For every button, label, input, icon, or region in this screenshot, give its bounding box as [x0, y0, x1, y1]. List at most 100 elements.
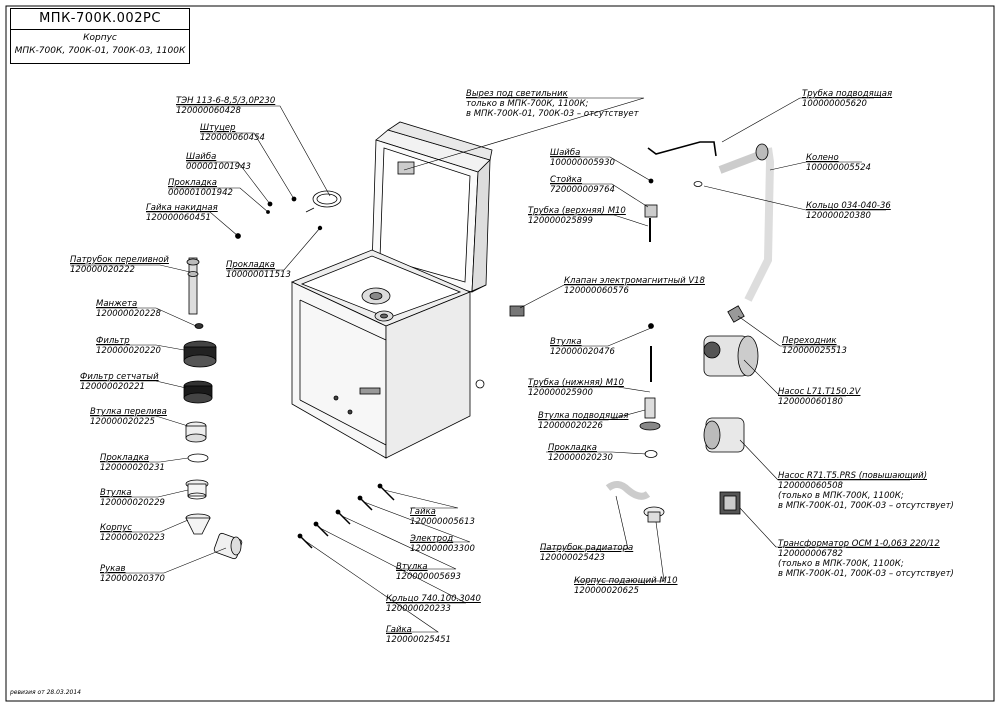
part-code: 100000005524 [806, 163, 871, 173]
part-label-gaika-613: Гайка 120000005613 [410, 507, 475, 527]
part-code: 100000005930 [550, 158, 615, 168]
part-name: Трубка (верхняя) М10 [528, 206, 626, 216]
part-code: 120000060576 [564, 286, 629, 296]
part-code: 120000020226 [538, 421, 603, 431]
part-label-patrubok-pereliv: Патрубок переливной 120000020222 [70, 255, 169, 275]
note-line: в МПК-700К-01, 700К-03 – отсутствует) [778, 501, 954, 511]
note-line: в МПК-700К-01, 700К-03 – отсутствует) [778, 569, 954, 579]
note-line: в МПК-700К-01, 700К-03 – отсутствует [466, 109, 639, 119]
part-label-prokladka-center: Прокладка 100000011513 [226, 260, 291, 280]
part-name: Втулка [550, 337, 582, 347]
leader-lines [70, 97, 922, 633]
part-name: Корпус [100, 523, 132, 533]
part-label-korpus-223: Корпус 120000020223 [100, 523, 165, 543]
part-name: Корпус подающий М10 [574, 576, 678, 586]
part-code: 120000020380 [806, 211, 871, 221]
note-line: (только в МПК-700К, 1100К; [778, 559, 904, 569]
part-name: Прокладка [100, 453, 149, 463]
part-label-rukav: Рукав 120000020370 [100, 564, 165, 584]
part-name: Втулка подводящая [538, 411, 629, 421]
part-label-vtulka-podv: Втулка подводящая 120000020226 [538, 411, 628, 431]
part-label-kolco-740: Кольцо 740.100.3040 120000020233 [386, 594, 481, 614]
drawing-models: МПК-700К, 700К-01, 700К-03, 1100К [14, 46, 186, 56]
part-code: 120000020231 [100, 463, 165, 473]
part-name: Электрод [410, 534, 454, 544]
part-code: 120000003300 [410, 544, 475, 554]
part-name: Трансформатор ОСМ 1-0,063 220/12 [778, 539, 940, 549]
part-name: Насос L71.T150.2V [778, 387, 861, 397]
part-code: 120000025451 [386, 635, 451, 645]
part-label-shaiba-left: Шайба 000001001943 [186, 152, 251, 172]
part-label-trubka-verh: Трубка (верхняя) М10 120000025899 [528, 206, 626, 226]
part-name: Трубка (нижняя) М10 [528, 378, 624, 388]
part-name: Гайка [386, 625, 412, 635]
part-code: 120000020223 [100, 533, 165, 543]
part-name: Колено [806, 153, 839, 163]
part-label-klapan: Клапан электромагнитный V18 120000060576 [564, 276, 705, 296]
part-code: 120000020225 [90, 417, 155, 427]
part-label-shaiba-right: Шайба 100000005930 [550, 148, 615, 168]
part-label-koleno: Колено 100000005524 [806, 153, 871, 173]
part-label-vyrez: Вырез под светильник только в МПК-700К, … [466, 89, 639, 119]
part-code: 120000020230 [548, 453, 613, 463]
part-label-nasos-r71: Насос R71.T5.PRS (повышающий) 1200000605… [778, 471, 954, 511]
part-name: Патрубок радиатора [540, 543, 634, 553]
part-label-trubka-nizh: Трубка (нижняя) М10 120000025900 [528, 378, 624, 398]
part-label-manzheta: Манжета 120000020228 [96, 299, 161, 319]
part-name: Втулка перелива [90, 407, 167, 417]
part-name: Переходник [782, 336, 837, 346]
part-name: Трубка подводящая [802, 89, 893, 99]
part-label-prokladka-left: Прокладка 000001001942 [168, 178, 233, 198]
part-label-filtr: Фильтр 120000020220 [96, 336, 161, 356]
part-code: 120000060451 [146, 213, 211, 223]
drawing-name: Корпус [83, 33, 117, 43]
part-code: 000001001942 [168, 188, 233, 198]
part-name: Клапан электромагнитный V18 [564, 276, 705, 286]
part-code: 120000020222 [70, 265, 135, 275]
part-label-prokladka-230: Прокладка 120000020230 [548, 443, 613, 463]
part-code: 120000025513 [782, 346, 847, 356]
part-code: 120000020476 [550, 347, 615, 357]
part-code: 120000020370 [100, 574, 165, 584]
part-code: 120000020625 [574, 586, 639, 596]
part-name: Рукав [100, 564, 126, 574]
right-parts [509, 141, 775, 523]
part-name: ТЭН 113-6-8,5/3,0Р230 [176, 96, 276, 106]
part-label-prokladka-231: Прокладка 120000020231 [100, 453, 165, 473]
part-code: 120000005613 [410, 517, 475, 527]
revision-note: ревизия от 28.03.2014 [10, 689, 81, 696]
part-code: 120000025423 [540, 553, 605, 563]
part-name: Гайка [410, 507, 436, 517]
part-label-ten: ТЭН 113-6-8,5/3,0Р230 120000060428 [176, 96, 275, 116]
part-name: Кольцо 740.100.3040 [386, 594, 481, 604]
note-line: Вырез под светильник [466, 89, 568, 99]
part-code: 100000011513 [226, 270, 291, 280]
part-label-shtucer: Штуцер 120000060454 [200, 123, 265, 143]
part-code: 120000020221 [80, 382, 145, 392]
left-top-parts [235, 190, 342, 239]
part-code: 120000060454 [200, 133, 265, 143]
note-line: только в МПК-700К, 1100К; [466, 99, 589, 109]
part-name: Фильтр [96, 336, 130, 346]
part-code: 120000060428 [176, 106, 241, 116]
part-code: 120000005693 [396, 572, 461, 582]
part-label-nasos-l71: Насос L71.T150.2V 120000060180 [778, 387, 860, 407]
part-code: 120000020233 [386, 604, 451, 614]
title-block: МПК-700К.002РС Корпус МПК-700К, 700К-01,… [10, 8, 190, 64]
part-label-kolco-034: Кольцо 034-040-36 120000020380 [806, 201, 891, 221]
part-name: Втулка [100, 488, 132, 498]
part-label-elektrod: Электрод 120000003300 [410, 534, 475, 554]
cabinet-body [290, 121, 493, 459]
part-label-vtulka-229: Втулка 120000020229 [100, 488, 165, 508]
part-name: Фильтр сетчатый [80, 372, 159, 382]
part-label-gaika-nakidnaya: Гайка накидная 120000060451 [146, 203, 218, 223]
part-label-vtulka-476: Втулка 120000020476 [550, 337, 615, 357]
left-parts-stack [183, 257, 243, 560]
part-label-vtulka-pereliva: Втулка перелива 120000020225 [90, 407, 167, 427]
part-name: Манжета [96, 299, 138, 309]
drawing-code: МПК-700К.002РС [39, 11, 161, 26]
part-label-gaika-451: Гайка 120000025451 [386, 625, 451, 645]
part-name: Штуцер [200, 123, 236, 133]
part-name: Шайба [550, 148, 581, 158]
part-code: 720000009764 [550, 185, 615, 195]
